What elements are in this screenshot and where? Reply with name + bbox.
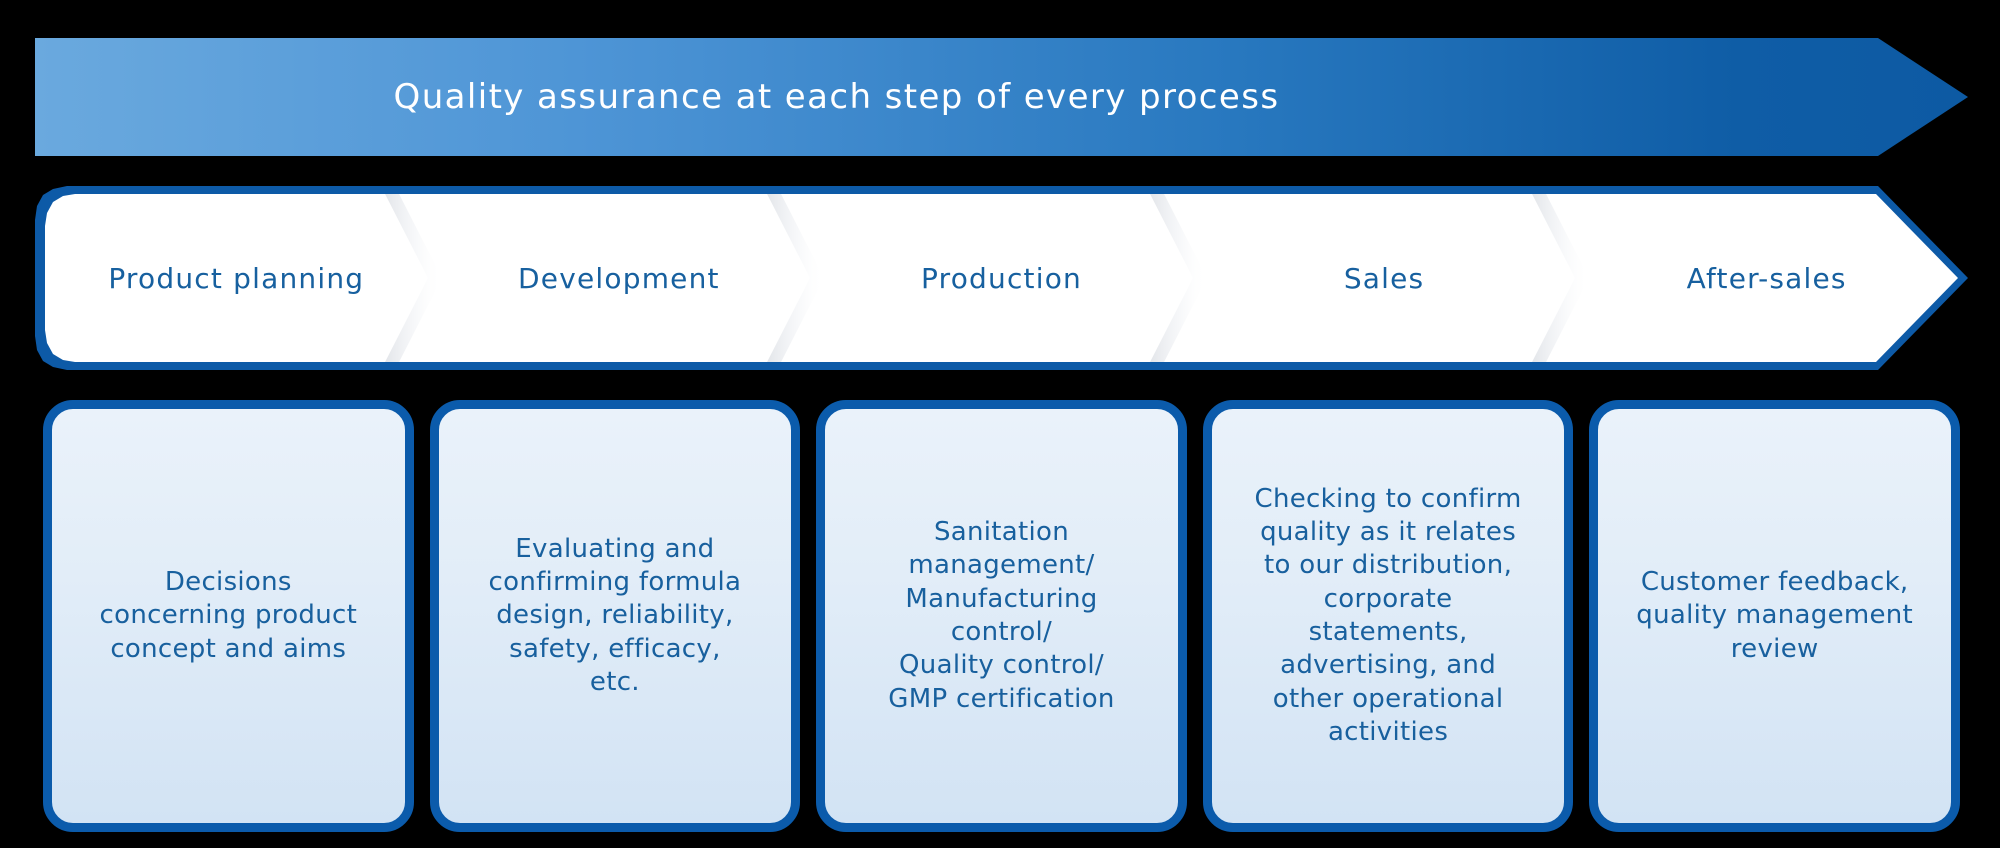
detail-card-production[interactable]: Sanitation management/ Manufacturing con… — [816, 400, 1187, 832]
card-slot: Customer feedback, quality management re… — [1581, 400, 1968, 832]
banner-title: Quality assurance at each step of every … — [393, 77, 1280, 117]
detail-card-text: Customer feedback, quality management re… — [1636, 567, 1914, 664]
stage-item-product-planning[interactable]: Product planning — [45, 194, 474, 362]
stage-item-sales[interactable]: Sales — [1193, 194, 1622, 362]
stage-label: Product planning — [108, 261, 365, 295]
stage-label: After-sales — [1686, 261, 1847, 295]
stage-item-after-sales[interactable]: After-sales — [1575, 194, 1958, 362]
detail-card-text: Evaluating and confirming formula design… — [488, 533, 742, 697]
detail-card-development[interactable]: Evaluating and confirming formula design… — [429, 400, 801, 832]
detail-card-sales[interactable]: Checking to confirm quality as it relate… — [1202, 400, 1574, 832]
stage-item-development[interactable]: Development — [428, 194, 857, 362]
detail-card-text: Decisions concerning product concept and… — [99, 567, 358, 664]
stage-item-production[interactable]: Production — [810, 194, 1239, 362]
stage-detail-card-list: Decisions concerning product concept and… — [35, 400, 1968, 832]
card-slot: Decisions concerning product concept and… — [35, 400, 422, 832]
process-stage-list: Product planning — [45, 194, 1958, 362]
detail-card-text: Sanitation management/ Manufacturing con… — [888, 517, 1115, 714]
detail-card-text: Checking to confirm quality as it relate… — [1254, 483, 1522, 747]
stage-label: Development — [518, 261, 720, 295]
stage-label: Sales — [1343, 261, 1425, 295]
card-slot: Checking to confirm quality as it relate… — [1195, 400, 1582, 832]
process-stage-strip: Product planning — [35, 186, 1968, 370]
detail-card-product-planning[interactable]: Decisions concerning product concept and… — [43, 400, 414, 832]
stage-label: Production — [921, 261, 1082, 295]
process-stage-strip-inner: Product planning — [45, 194, 1958, 362]
quality-assurance-banner: Quality assurance at each step of every … — [35, 38, 1968, 156]
detail-card-after-sales[interactable]: Customer feedback, quality management re… — [1589, 400, 1960, 832]
card-slot: Evaluating and confirming formula design… — [422, 400, 809, 832]
card-slot: Sanitation management/ Manufacturing con… — [808, 400, 1195, 832]
